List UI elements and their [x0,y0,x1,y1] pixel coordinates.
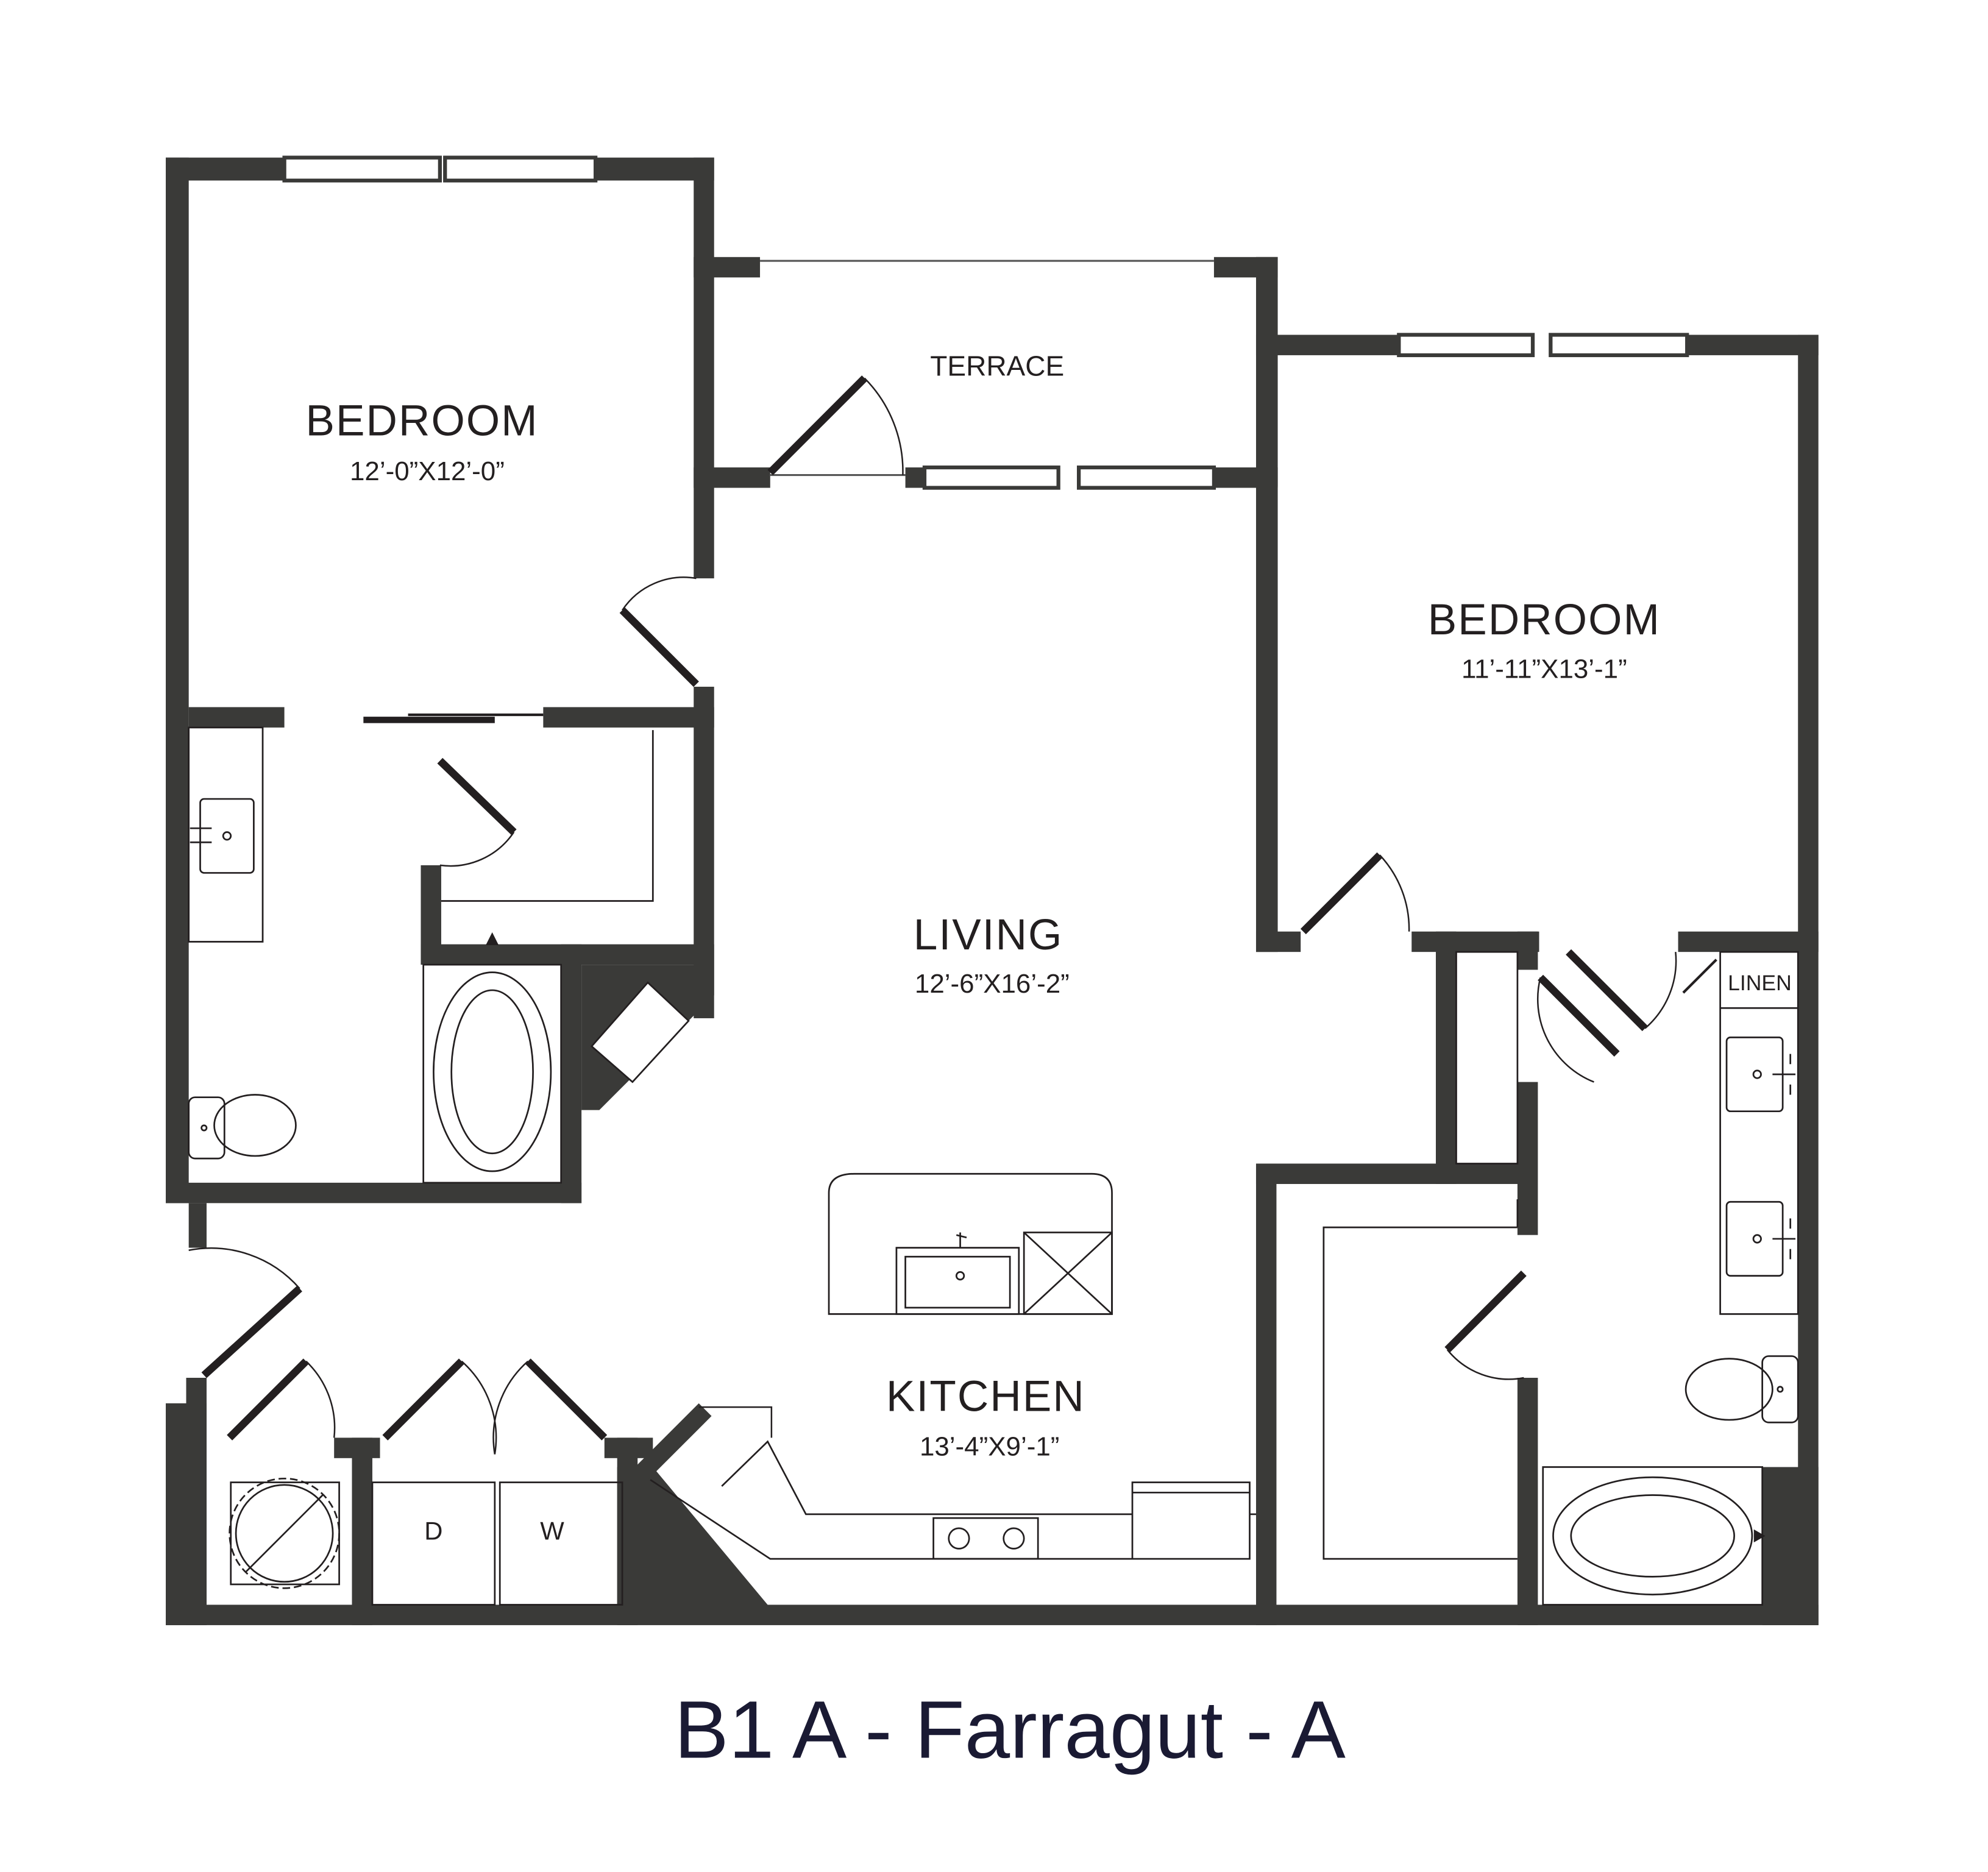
bedroom-right-name: BEDROOM [1428,596,1661,644]
doors [188,375,1717,1455]
bedroom-right-dims: 11’-11”X13’-1” [1461,654,1627,684]
kitchen-dims: 13’-4”X9’-1” [920,1432,1059,1462]
plan-title: B1 A - Farragut - A [674,1685,1346,1776]
living-dims: 12’-6”X16’-2” [915,969,1070,999]
living-name: LIVING [914,911,1063,959]
windows [282,155,1689,490]
bedroom-left-name: BEDROOM [305,397,538,445]
linen-label: LINEN [1728,971,1792,995]
terrace-name: TERRACE [930,350,1064,381]
kitchen-name: KITCHEN [886,1372,1085,1420]
room-labels: BEDROOM 12’-0”X12’-0” TERRACE BEDROOM 11… [305,350,1791,1545]
walls [166,157,1819,1625]
dryer-label: D [424,1517,442,1545]
washer-label: W [540,1517,564,1545]
terrace-railing [760,260,1214,477]
fixtures [188,726,1799,1606]
bedroom-left-dims: 12’-0”X12’-0” [350,456,505,486]
